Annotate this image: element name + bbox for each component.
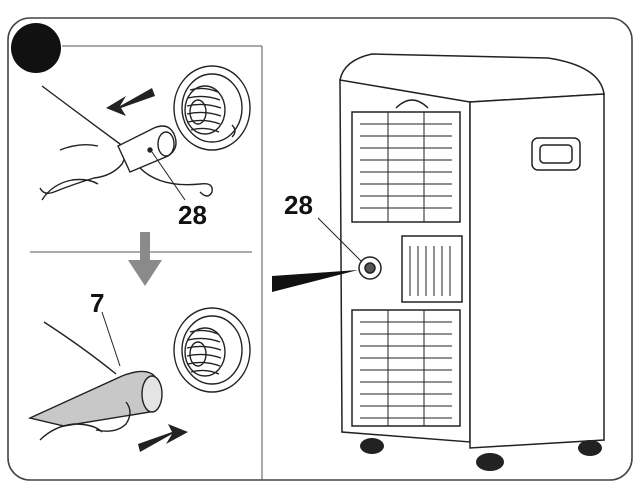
hose-fitting-bottom (173, 307, 251, 393)
bottom-step-illustration (27, 307, 251, 441)
top-step-illustration (39, 65, 251, 201)
step-badge: 15 (11, 23, 61, 73)
pointer-wedge (272, 270, 358, 292)
pull-arrow-icon (106, 88, 155, 116)
hand-bottom (39, 321, 131, 441)
air-conditioner-unit (317, 53, 605, 449)
label-connector: 28 (178, 200, 207, 230)
label-unit-port: 28 (284, 190, 313, 220)
down-arrow-icon (128, 232, 162, 286)
hose-fitting-top (173, 65, 251, 151)
label-hose: 7 (90, 288, 104, 318)
step-number: 15 (22, 34, 51, 64)
unit-casters (360, 438, 602, 471)
connector-cap (117, 125, 213, 197)
hand-top (39, 85, 126, 201)
push-arrow-icon (138, 424, 188, 452)
